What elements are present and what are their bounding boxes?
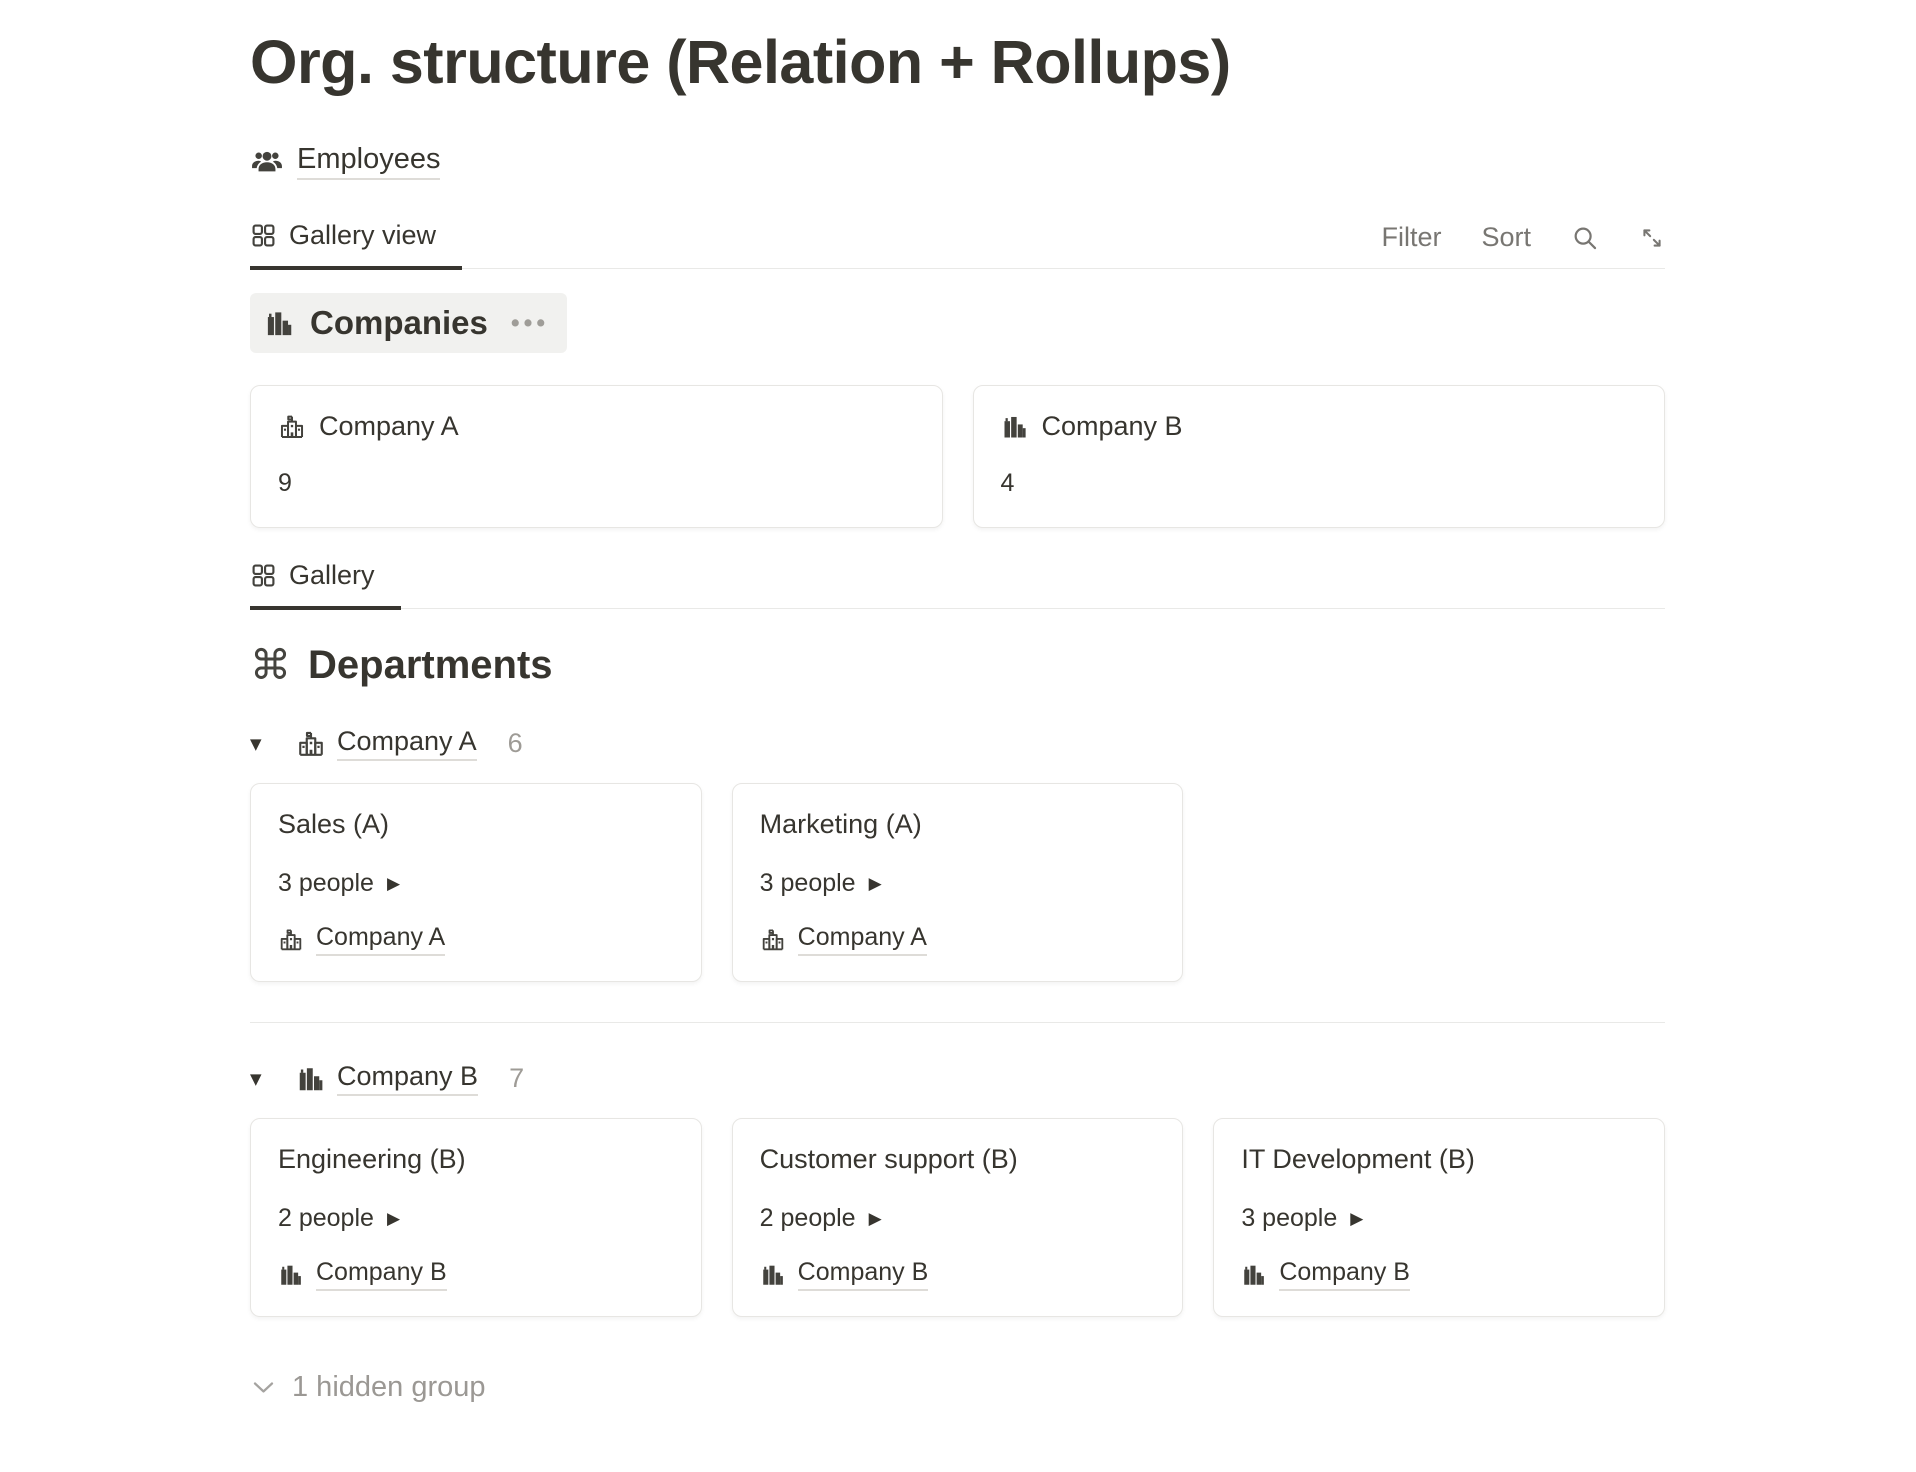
collapse-toggle[interactable]: ▼ (250, 1070, 296, 1088)
group-link-company-a[interactable]: Company A (337, 726, 477, 762)
school-building-icon (296, 729, 326, 759)
department-card-title: IT Development (B) (1241, 1144, 1475, 1175)
people-count: 3 people (1241, 1204, 1338, 1233)
department-card-marketing[interactable]: Marketing (A) 3 people ▶ Company A (731, 783, 1184, 983)
department-card-title: Engineering (B) (278, 1144, 466, 1175)
departments-gallery-group-b: Engineering (B) 2 people ▶ Company B Cus… (250, 1118, 1665, 1318)
expand-icon (1639, 225, 1665, 251)
expand-arrow-icon: ▶ (1350, 1209, 1364, 1230)
company-relation-link[interactable]: Company B (797, 1258, 929, 1292)
search-icon (1571, 224, 1599, 252)
tab-gallery-label: Gallery (289, 560, 375, 591)
people-count: 2 people (759, 1204, 856, 1233)
rollup-count: 9 (278, 469, 292, 498)
people-count: 2 people (278, 1204, 374, 1233)
group-header-company-a: ▼ Company A 6 (250, 726, 1665, 762)
departments-title: Departments (308, 643, 553, 688)
triangle-down-icon: ▼ (250, 734, 262, 753)
company-relation-link[interactable]: Company A (316, 923, 446, 957)
school-building-icon (760, 927, 786, 953)
view-toolbar: Gallery view Filter Sort (250, 220, 1665, 271)
people-rollup[interactable]: 3 people ▶ (278, 869, 674, 898)
city-building-icon (760, 1262, 786, 1288)
people-rollup[interactable]: 3 people ▶ (760, 869, 1156, 898)
command-icon: ⌘ (250, 641, 291, 690)
group-header-company-b: ▼ Company B 7 (250, 1061, 1665, 1097)
departments-section-header: ⌘ Departments (250, 643, 1665, 688)
companies-title: Companies (310, 304, 488, 342)
sort-button[interactable]: Sort (1481, 222, 1531, 253)
school-building-icon (278, 413, 306, 441)
hidden-group-toggle[interactable]: 1 hidden group (250, 1371, 486, 1404)
collapse-toggle[interactable]: ▼ (250, 735, 296, 753)
department-card-title: Sales (A) (278, 809, 390, 840)
department-card-sales[interactable]: Sales (A) 3 people ▶ Company A (250, 783, 702, 983)
school-building-icon (278, 927, 304, 953)
expand-view-button[interactable] (1639, 225, 1665, 251)
group-count: 7 (509, 1063, 525, 1094)
department-card-it-development[interactable]: IT Development (B) 3 people ▶ Company B (1213, 1118, 1665, 1318)
department-card-engineering[interactable]: Engineering (B) 2 people ▶ Company B (250, 1118, 702, 1318)
gallery-grid-icon (250, 222, 277, 249)
departments-gallery-group-a: Sales (A) 3 people ▶ Company A Marketing… (250, 783, 1665, 983)
triangle-down-icon: ▼ (250, 1069, 262, 1088)
rollup-count: 4 (1000, 469, 1015, 498)
sort-label: Sort (1481, 222, 1531, 253)
city-building-icon (278, 1262, 304, 1288)
expand-arrow-icon: ▶ (868, 874, 882, 895)
departments-view-toolbar: Gallery (250, 560, 1665, 611)
tab-gallery-view[interactable]: Gallery view (250, 220, 463, 271)
company-relation-link[interactable]: Company A (797, 923, 927, 957)
tab-gallery-view-label: Gallery view (289, 220, 437, 251)
people-icon (250, 149, 284, 175)
department-card-title: Customer support (B) (759, 1144, 1018, 1175)
page-title: Org. structure (Relation + Rollups) (250, 28, 1231, 96)
hidden-group-label: 1 hidden group (292, 1371, 486, 1404)
city-building-icon (264, 308, 295, 339)
people-rollup[interactable]: 2 people ▶ (760, 1204, 1156, 1233)
gallery-grid-icon (250, 562, 277, 589)
chevron-down-icon (250, 1374, 277, 1401)
companies-section-header[interactable]: Companies ••• (250, 293, 568, 354)
more-menu-icon[interactable]: ••• (510, 308, 550, 337)
people-count: 3 people (278, 869, 374, 898)
company-card-b[interactable]: Company B 4 (972, 385, 1665, 529)
expand-arrow-icon: ▶ (868, 1209, 882, 1230)
people-rollup[interactable]: 2 people ▶ (278, 1204, 674, 1233)
company-card-a[interactable]: Company A 9 (250, 385, 943, 529)
city-building-icon (1241, 1262, 1267, 1288)
filter-label: Filter (1381, 222, 1442, 253)
expand-arrow-icon: ▶ (386, 874, 401, 895)
notion-page: Org. structure (Relation + Rollups) Empl… (250, 28, 1665, 1404)
people-rollup[interactable]: 3 people ▶ (1241, 1204, 1637, 1233)
tab-gallery[interactable]: Gallery (250, 560, 401, 611)
company-card-title: Company B (1041, 411, 1183, 442)
group-link-company-b[interactable]: Company B (337, 1061, 479, 1097)
group-count: 6 (507, 728, 523, 759)
department-card-customer-support[interactable]: Customer support (B) 2 people ▶ Company … (731, 1118, 1184, 1318)
group-divider (250, 1022, 1665, 1024)
companies-gallery: Company A 9 Company B 4 (250, 385, 1665, 529)
search-button[interactable] (1571, 224, 1599, 252)
filter-button[interactable]: Filter (1381, 222, 1441, 253)
company-card-title: Company A (319, 411, 459, 442)
company-relation-link[interactable]: Company B (1279, 1258, 1410, 1292)
people-count: 3 people (759, 869, 856, 898)
city-building-icon (1001, 413, 1029, 441)
employees-link[interactable]: Employees (250, 143, 441, 181)
company-relation-link[interactable]: Company B (316, 1258, 447, 1292)
city-building-icon (296, 1064, 326, 1094)
employees-link-label: Employees (297, 143, 441, 181)
expand-arrow-icon: ▶ (386, 1209, 401, 1230)
department-card-title: Marketing (A) (759, 809, 922, 840)
